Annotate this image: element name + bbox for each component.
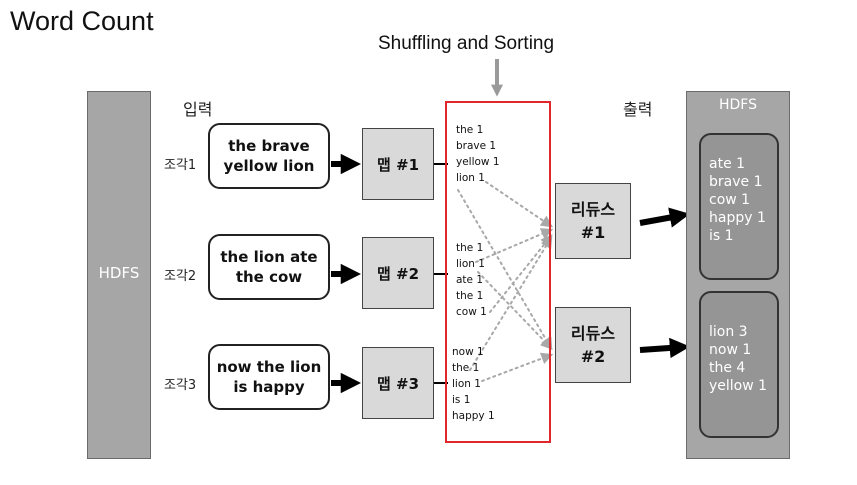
shuffle-dotted-arrow (485, 181, 553, 228)
map-output-pairs: now 1 the 1 lion 1 is 1 happy 1 (452, 346, 495, 422)
hdfs-input-store: HDFS (87, 91, 151, 459)
reduce-task-box: 리듀스 #2 (555, 307, 631, 383)
split-label: 조각3 (164, 378, 197, 393)
reduce-output-text: lion 3 now 1 the 4 yellow 1 (709, 324, 768, 394)
shuffle-dotted-arrow (457, 189, 553, 351)
hdfs-input-label: HDFS (98, 264, 140, 282)
diagram-title: Word Count (10, 6, 154, 36)
map-task-label: 맵 #2 (376, 264, 420, 283)
hdfs-output-label: HDFS (718, 97, 757, 113)
reduce-to-output-arrow (639, 207, 691, 228)
reduce-output-text: ate 1 brave 1 cow 1 happy 1 is 1 (709, 156, 766, 244)
map-task-label: 맵 #1 (376, 155, 420, 174)
input-section-label: 입력 (183, 100, 213, 119)
input-split-text: now the lion is happy (216, 358, 322, 396)
map-output-pairs: the 1 brave 1 yellow 1 lion 1 (456, 124, 500, 184)
reduce-task-box: 리듀스 #1 (555, 183, 631, 259)
reduce-task-label: 리듀스 #2 (570, 324, 616, 366)
input-split-box: the brave yellow lion (208, 123, 330, 189)
shuffle-dotted-arrow (481, 352, 554, 382)
reduce-to-output-arrow (639, 337, 691, 359)
map-task-label: 맵 #3 (376, 374, 420, 393)
reduce-output-box: ate 1 brave 1 cow 1 happy 1 is 1 (699, 133, 779, 280)
shuffle-dotted-arrow (489, 234, 553, 313)
input-split-box: now the lion is happy (208, 344, 330, 410)
reduce-task-label: 리듀스 #1 (570, 200, 616, 242)
map-task-box: 맵 #2 (362, 237, 434, 309)
input-split-box: the lion ate the cow (208, 234, 330, 300)
shuffle-title: Shuffling and Sorting (378, 33, 555, 54)
shuffle-dotted-arrow (469, 235, 553, 371)
shuffle-dotted-arrow (477, 271, 553, 350)
shuffle-sort-region (445, 101, 551, 443)
output-section-label: 출력 (623, 100, 653, 119)
input-split-text: the lion ate the cow (220, 248, 318, 286)
split-label: 조각1 (164, 158, 197, 173)
reduce-output-box: lion 3 now 1 the 4 yellow 1 (699, 291, 779, 438)
map-task-box: 맵 #1 (362, 128, 434, 200)
input-split-text: the brave yellow lion (223, 137, 315, 175)
map-task-box: 맵 #3 (362, 347, 434, 419)
map-output-pairs: the 1 lion 1 ate 1 the 1 cow 1 (456, 242, 487, 318)
split-label: 조각2 (164, 269, 197, 284)
shuffle-dotted-arrow (475, 228, 554, 263)
